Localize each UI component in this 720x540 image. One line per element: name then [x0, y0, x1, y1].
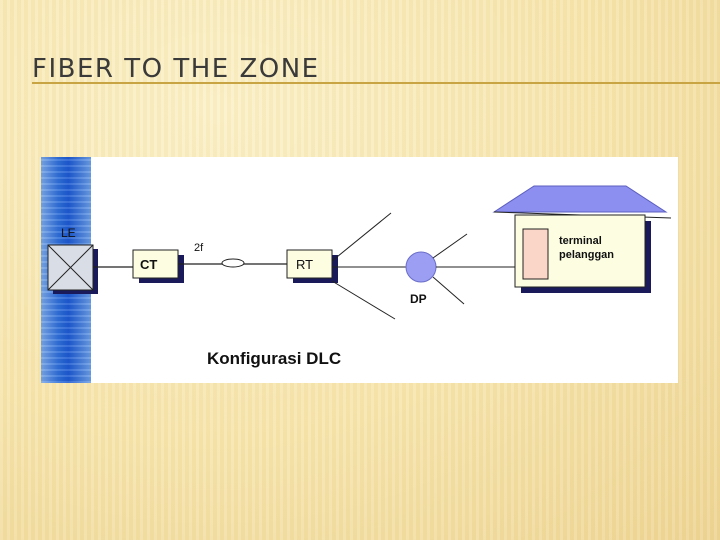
fiber-label: 2f: [194, 242, 204, 254]
le-switch-box: [47, 244, 98, 294]
title-underline: [32, 82, 720, 84]
house-roof: [492, 185, 668, 213]
rt-branch-lower: [331, 280, 396, 320]
diagram-canvas: LE CT 2f RT DP: [47, 185, 672, 368]
terminal-device-icon: [522, 228, 549, 280]
dlc-diagram: LE CT 2f RT DP: [41, 157, 678, 383]
ct-box: [132, 249, 184, 283]
terminal-label-line1: terminal: [559, 235, 602, 247]
rt-label: RT: [296, 257, 313, 272]
dp-branch-upper: [432, 233, 468, 259]
slide-title: FIBER TO THE ZONE: [32, 54, 320, 84]
diagram-caption: Konfigurasi DLC: [207, 349, 341, 368]
dp-circle: [405, 251, 437, 283]
terminal-label-line2: pelanggan: [559, 249, 614, 261]
dp-label: DP: [410, 292, 427, 306]
rt-branch-upper: [331, 212, 392, 262]
le-label: LE: [61, 226, 76, 240]
rt-box: [286, 249, 338, 283]
fiber-coil-icon: [221, 258, 245, 268]
ct-label: CT: [140, 257, 157, 272]
dp-branch-lower: [432, 276, 465, 305]
